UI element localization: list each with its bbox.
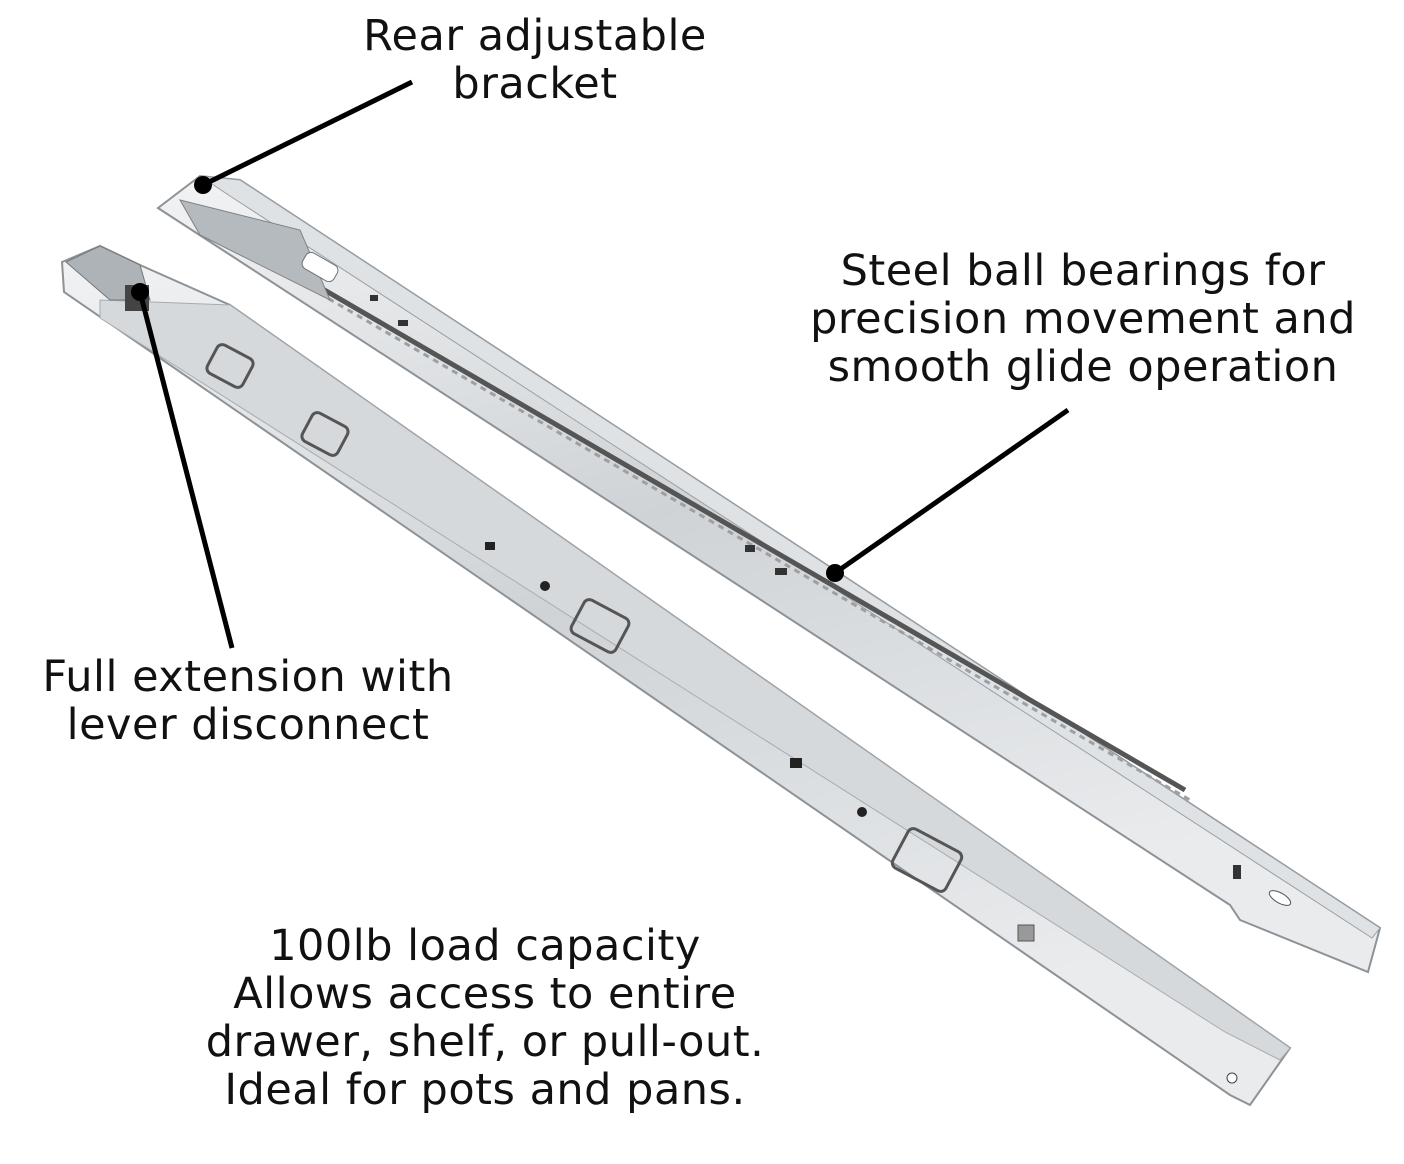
leader-full-extension xyxy=(137,291,235,649)
callout-line: Steel ball bearings for xyxy=(840,246,1326,296)
marker-dot-full-extension xyxy=(131,283,149,301)
rear-slide-rail xyxy=(156,174,1382,974)
leader-rear-bracket xyxy=(201,79,414,188)
callout-line: 100lb load capacity xyxy=(269,921,701,971)
callout-line: bracket xyxy=(452,59,618,109)
callout-rear-bracket: Rear adjustable bracket xyxy=(305,12,765,108)
callout-line: precision movement and xyxy=(810,294,1356,344)
callout-load-capacity: 100lb load capacity Allows access to ent… xyxy=(155,922,815,1114)
callout-line: Allows access to entire xyxy=(233,969,737,1019)
leader-ball-bearings xyxy=(833,407,1070,576)
callout-line: Rear adjustable xyxy=(363,11,707,61)
callout-line: drawer, shelf, or pull-out. xyxy=(205,1017,765,1067)
leader-lines xyxy=(137,79,1070,649)
callout-line: Full extension with xyxy=(42,652,454,702)
callout-line: Ideal for pots and pans. xyxy=(224,1065,746,1115)
marker-dot-ball-bearings xyxy=(826,564,844,582)
callout-line: lever disconnect xyxy=(66,700,430,750)
front-slide-rail xyxy=(60,244,1292,1107)
marker-dot-rear-bracket xyxy=(194,176,212,194)
callout-full-extension: Full extension with lever disconnect xyxy=(0,653,496,749)
callout-ball-bearings: Steel ball bearings for precision moveme… xyxy=(773,247,1393,391)
callout-line: smooth glide operation xyxy=(827,342,1339,392)
